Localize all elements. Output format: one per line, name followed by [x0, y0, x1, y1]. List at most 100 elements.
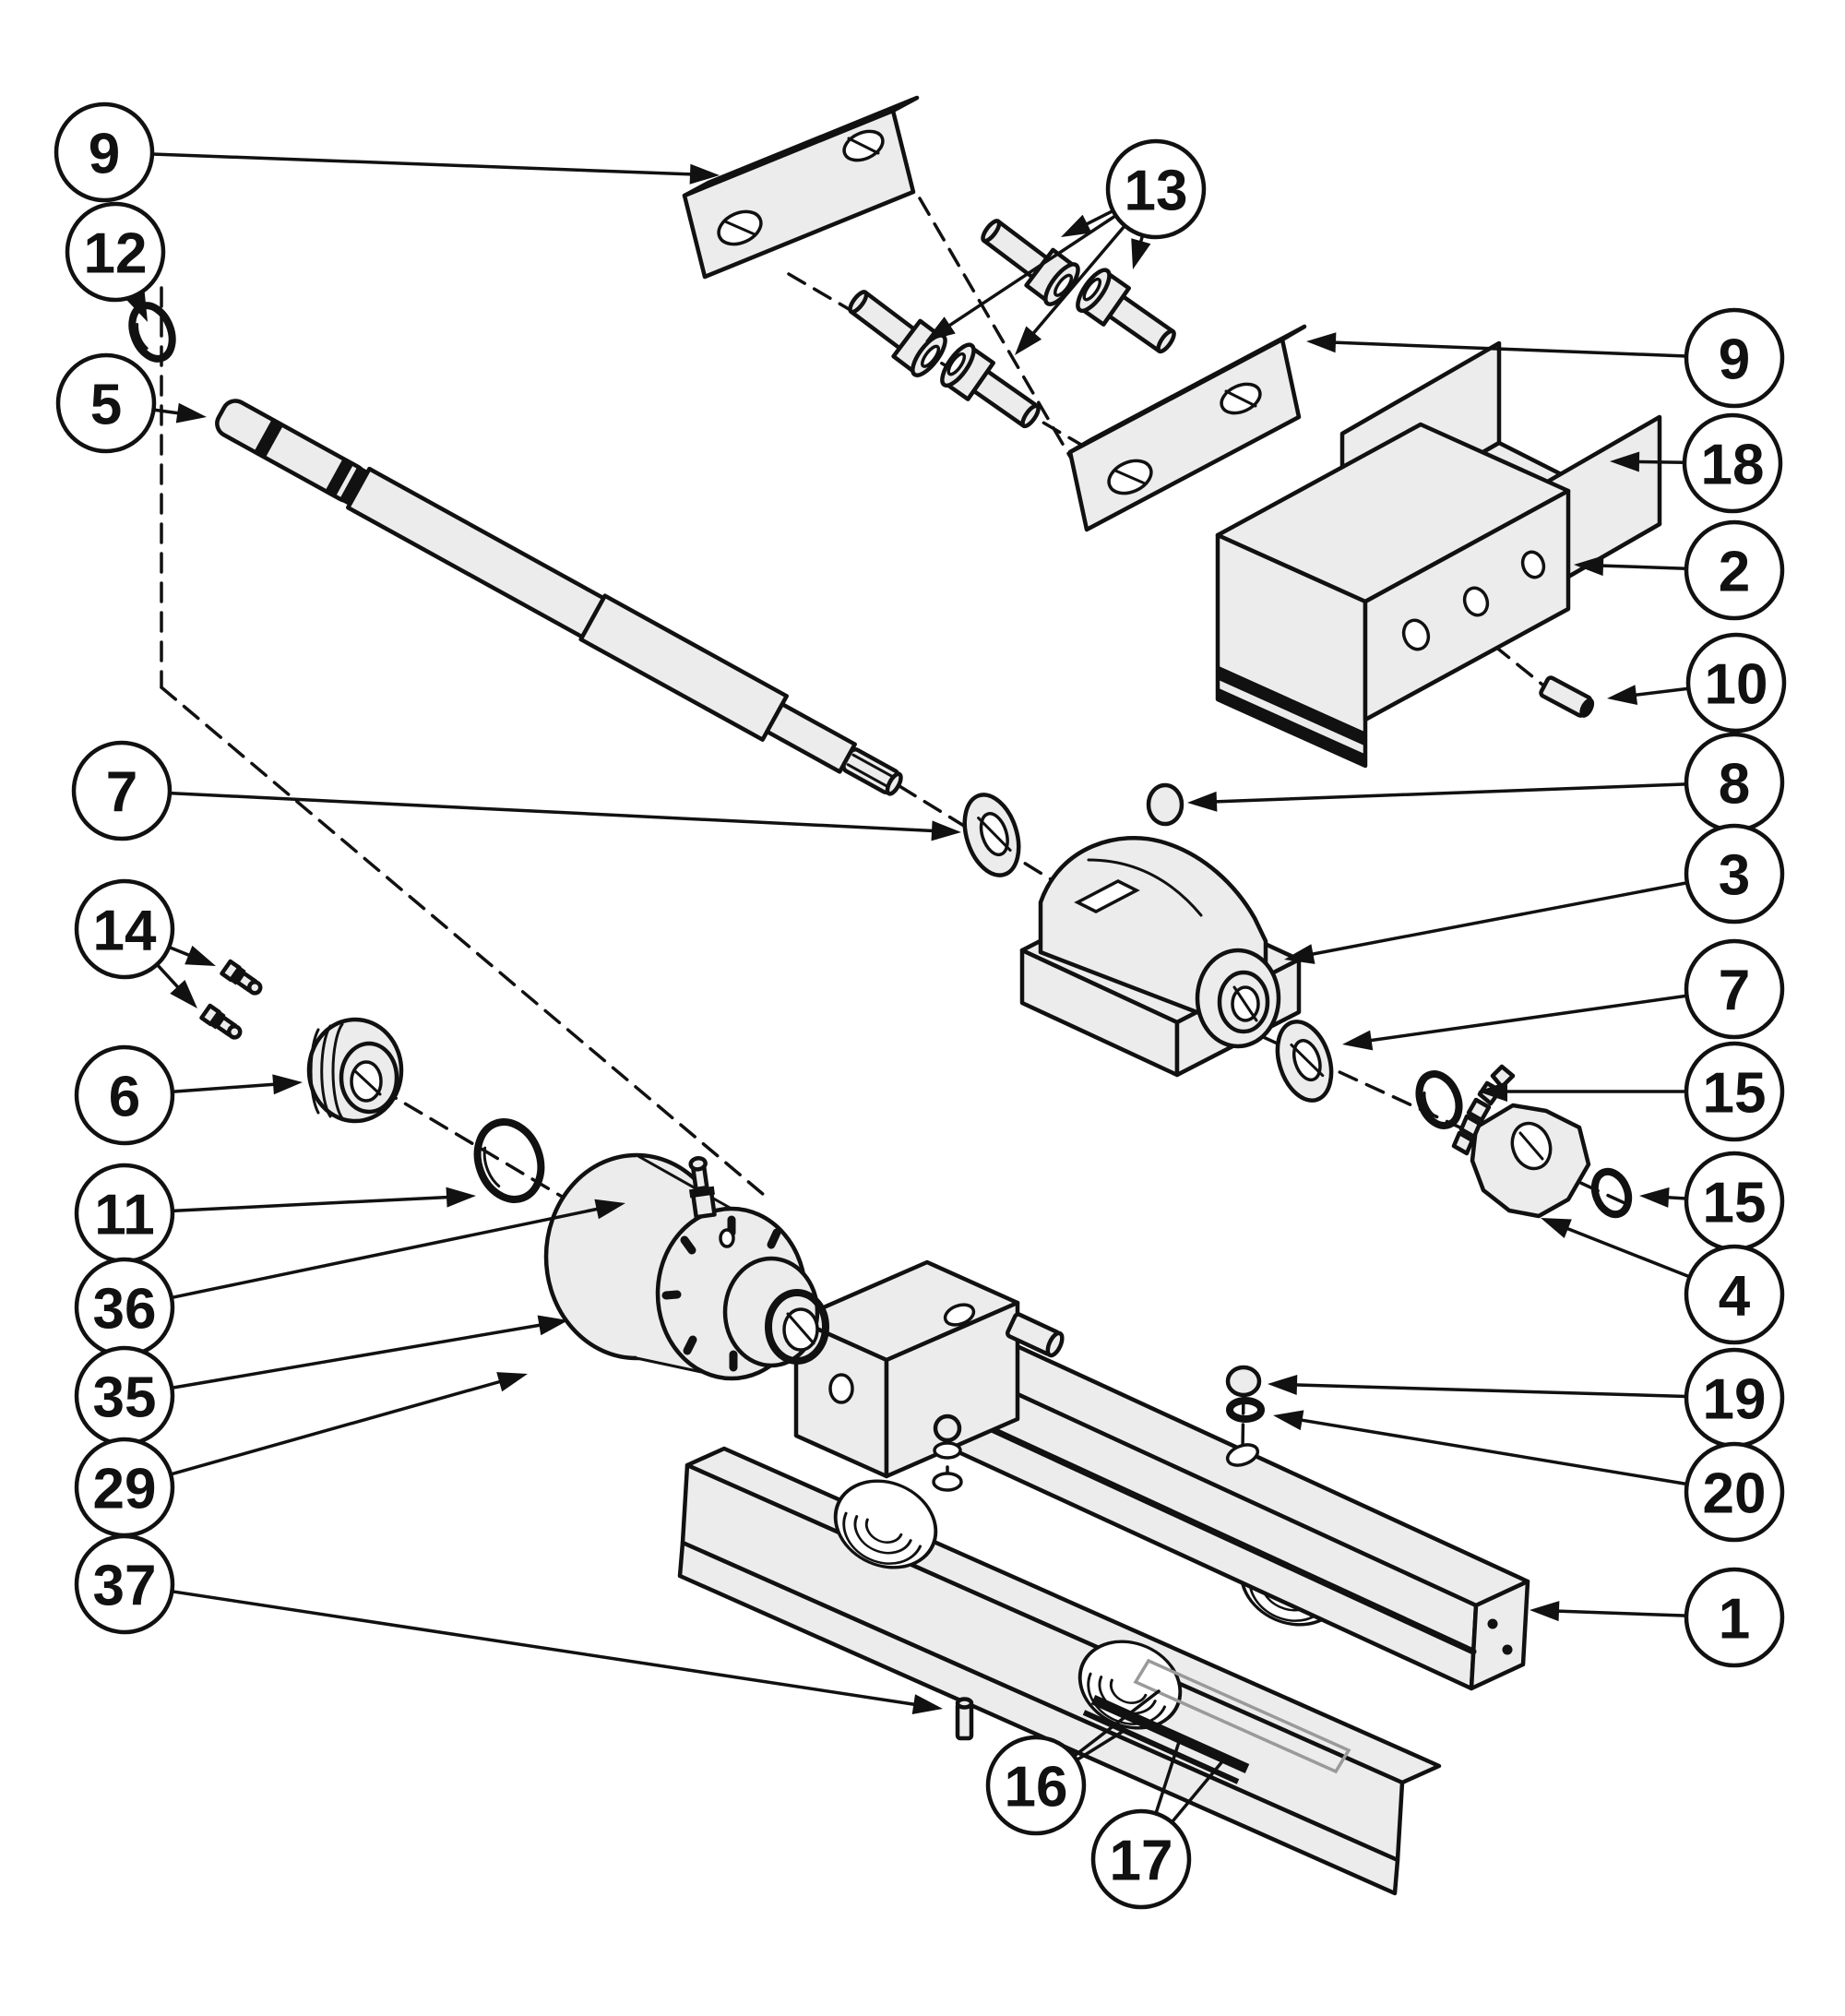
leader-line-1 [1550, 1609, 1688, 1617]
thrust-washer-7b [1275, 1020, 1334, 1103]
nut-sleeve [1006, 1312, 1065, 1358]
callout-number: 10 [1705, 652, 1768, 716]
leader-line-6 [171, 1081, 282, 1093]
callout-number: 16 [1005, 1755, 1068, 1819]
leader-arrowhead-37 [911, 1694, 943, 1715]
leader-arrowhead-4 [1541, 1218, 1572, 1238]
rail-end-hole [1502, 1644, 1513, 1655]
thrust-washer-7a [962, 793, 1021, 877]
block-hole [1401, 618, 1431, 651]
callout-number: 29 [93, 1457, 157, 1521]
callout-number: 20 [1703, 1461, 1767, 1525]
callout-15-11: 15 [1684, 1041, 1785, 1142]
callout-number: 8 [1719, 752, 1750, 816]
callout-11-20: 11 [74, 1163, 175, 1264]
grease-nipple [220, 959, 263, 996]
o-ring-15a [1415, 1070, 1463, 1129]
callout-29-23: 29 [74, 1437, 175, 1538]
gear-tooth [1490, 1064, 1516, 1090]
axis-block-to-pin [1493, 644, 1544, 686]
callout-number: 18 [1701, 433, 1765, 496]
leader-line-16 [1072, 1689, 1161, 1759]
callout-9-0: 9 [54, 101, 155, 203]
jaw-plate-right [1067, 324, 1307, 532]
callout-bubble [1684, 1567, 1785, 1668]
leader-arrowhead-7 [931, 820, 961, 841]
wall-hole [943, 1303, 976, 1327]
socket-screw [848, 290, 947, 377]
callout-bubble [1685, 632, 1787, 734]
ball-seat-hole [1225, 1443, 1260, 1467]
grease-nipples-14 [199, 959, 263, 1040]
leader-line-17 [1170, 1759, 1225, 1824]
bore-slash [1518, 1131, 1544, 1161]
callout-bubble [1090, 1808, 1192, 1910]
callout-bubble [1682, 412, 1783, 514]
leader-line-11 [171, 1195, 456, 1213]
leader-arrowhead-13 [1131, 238, 1151, 269]
callout-bubble [55, 352, 157, 454]
wiper-strip [1090, 1694, 1250, 1774]
o-ring-15b [1590, 1167, 1633, 1219]
callout-number: 37 [93, 1554, 157, 1617]
callout-layer: 9125139182108371515419201714611363529371… [54, 101, 1787, 1910]
leader-line-37 [170, 1590, 923, 1708]
wall-hole [828, 1373, 854, 1404]
vent-fitting [688, 1156, 717, 1220]
callout-16-25: 16 [985, 1735, 1087, 1836]
callout-number: 1 [1719, 1587, 1750, 1651]
callout-number: 9 [89, 122, 120, 185]
callout-17-26: 17 [1090, 1808, 1192, 1910]
callout-number: 4 [1719, 1264, 1751, 1328]
rail-groove [954, 1410, 1477, 1655]
leader-line-35 [170, 1322, 549, 1390]
leader-line-20 [1292, 1417, 1689, 1486]
callout-bubble [1684, 1041, 1785, 1142]
callout-bubble [1684, 823, 1785, 924]
socket-screw [1076, 268, 1176, 354]
callout-14-18: 14 [74, 878, 175, 980]
jaw-pocket [1074, 879, 1140, 913]
leader-line-7 [168, 791, 941, 833]
hole-slash [1113, 389, 1257, 485]
hole-slash [723, 137, 880, 236]
axis-diagonal-to-cylinder [160, 686, 766, 1197]
jaw-casting-curve [1087, 858, 1203, 917]
leader-arrowhead-13 [1015, 326, 1042, 355]
leader-arrowhead-14 [184, 945, 216, 966]
leader-arrowhead-20 [1273, 1410, 1304, 1431]
callout-bubble [985, 1735, 1087, 1836]
dowel-pin-10 [1539, 675, 1595, 718]
leader-arrowhead-7 [1342, 1030, 1374, 1051]
callout-number: 13 [1125, 159, 1188, 222]
ball-19 [1225, 1365, 1262, 1398]
lead-screw-shaft [215, 399, 903, 796]
hydraulic-cylinder [543, 1152, 829, 1381]
callout-number: 11 [94, 1183, 155, 1247]
callout-10-7: 10 [1685, 632, 1787, 734]
hole-assembled [932, 1472, 963, 1492]
leader-line-9 [1327, 340, 1688, 358]
leader-arrowhead-13 [925, 316, 956, 341]
callout-3-9: 3 [1684, 823, 1785, 924]
ball-assembled [933, 1414, 962, 1443]
leader-arrowhead-29 [496, 1372, 528, 1392]
seal-strip [1082, 1710, 1240, 1784]
leader-line-18 [1630, 459, 1686, 464]
callout-19-14: 19 [1684, 1347, 1785, 1449]
leader-line-36 [170, 1206, 606, 1300]
callout-bubble [71, 740, 173, 841]
guide-slot [1133, 1658, 1351, 1774]
rail-end-hole [1487, 1618, 1498, 1629]
leader-arrowhead-15 [1478, 1081, 1507, 1102]
cylinder-bore-ring [765, 1289, 829, 1365]
leader-arrowhead-8 [1187, 791, 1218, 812]
pulley-6 [306, 1017, 404, 1124]
leader-line-19 [1288, 1382, 1688, 1399]
callout-number: 35 [93, 1366, 157, 1429]
leader-arrowhead-15 [1639, 1187, 1670, 1208]
callout-1-16: 1 [1684, 1567, 1785, 1668]
gear-tooth [1466, 1097, 1492, 1123]
leader-line-7 [1363, 994, 1689, 1044]
